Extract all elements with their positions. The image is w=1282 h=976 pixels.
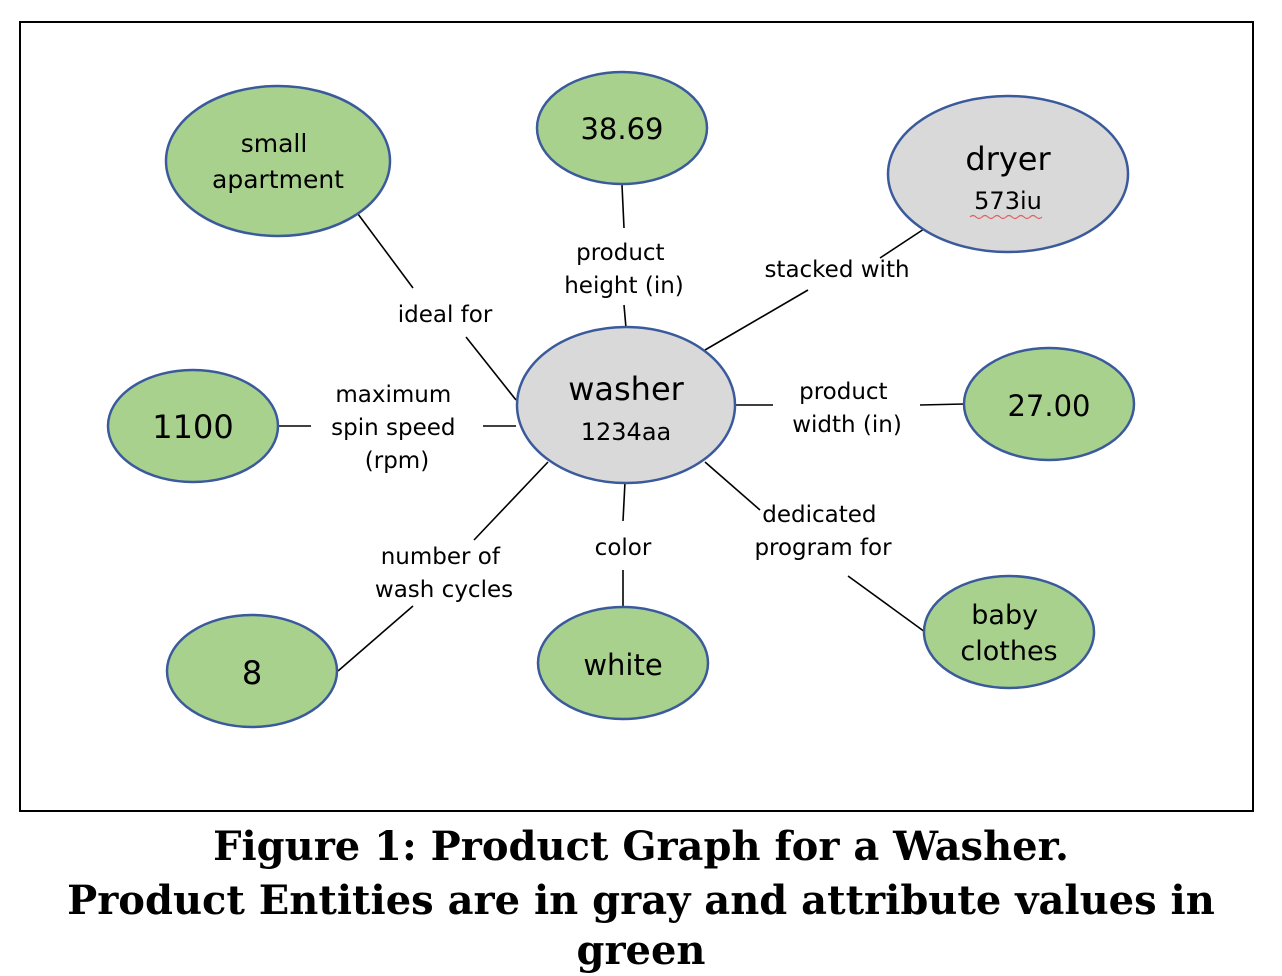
- edge-label-product-width: product width (in): [792, 379, 902, 438]
- value-node-label: small apartment: [212, 129, 344, 194]
- value-node-label: white: [583, 648, 662, 682]
- edge-stacked-upper: [879, 228, 925, 259]
- entity-node-shape: [886, 94, 1130, 254]
- edge-cycles-upper: [473, 461, 549, 541]
- node-small-apartment: small apartment: [164, 84, 392, 238]
- entity-node-shape: [515, 325, 737, 485]
- edge-label-color: color: [595, 535, 652, 561]
- node-cycles-value: 8: [165, 613, 339, 729]
- node-washer: washer 1234aa: [515, 325, 737, 485]
- entity-node-name: dryer: [965, 140, 1051, 178]
- edge-ideal-for-upper: [357, 213, 414, 289]
- value-node-label: 38.69: [580, 112, 663, 146]
- node-height-value: 38.69: [535, 70, 709, 186]
- edge-ideal-for-lower: [465, 336, 517, 401]
- edge-label-ideal-for: ideal for: [398, 302, 493, 328]
- edge-labels: ideal for product height (in) stacked wi…: [331, 240, 909, 603]
- edges: [278, 184, 965, 672]
- edge-stacked-lower: [704, 289, 809, 351]
- entity-node-name: washer: [568, 370, 684, 408]
- value-node-label: 8: [242, 654, 262, 692]
- edge-width-right: [919, 403, 965, 406]
- edge-height-lower: [623, 304, 627, 329]
- value-node-shape: [106, 368, 280, 484]
- edge-dedicated-lower: [847, 575, 926, 633]
- value-node-shape: [535, 70, 709, 186]
- node-dryer: dryer 573iu: [886, 94, 1130, 254]
- value-node-label: 1100: [152, 408, 233, 446]
- edge-dedicated-upper: [704, 461, 761, 511]
- entity-node-id: 573iu: [974, 187, 1042, 215]
- node-color-value: white: [536, 605, 710, 721]
- edge-label-dedicated-program: dedicated program for: [754, 502, 892, 561]
- figure-caption-description: Product Entities are in gray and attribu…: [67, 877, 1215, 974]
- value-node-label: baby clothes: [960, 600, 1057, 667]
- value-node-shape: [922, 574, 1096, 690]
- node-spin-value: 1100: [106, 368, 280, 484]
- edge-label-stacked-with: stacked with: [764, 257, 909, 283]
- edge-label-wash-cycles: number of wash cycles: [375, 544, 513, 603]
- value-node-label: 27.00: [1007, 389, 1090, 423]
- value-node-shape: [164, 84, 392, 238]
- edge-label-max-spin-speed: maximum spin speed (rpm): [331, 382, 463, 474]
- value-node-shape: [536, 605, 710, 721]
- value-node-shape: [165, 613, 339, 729]
- entity-node-id: 1234aa: [581, 418, 672, 446]
- figure-caption-title: Figure 1: Product Graph for a Washer.: [213, 823, 1069, 870]
- spellcheck-underline: [969, 214, 1043, 220]
- edge-cycles-lower: [337, 605, 414, 672]
- edge-label-product-height: product height (in): [564, 240, 684, 299]
- product-graph-diagram: ideal for product height (in) stacked wi…: [19, 21, 1254, 812]
- edge-height-upper: [621, 184, 625, 229]
- value-node-shape: [962, 346, 1136, 462]
- node-baby-clothes: baby clothes: [922, 574, 1096, 690]
- node-width-value: 27.00: [962, 346, 1136, 462]
- edge-color-upper: [622, 481, 626, 522]
